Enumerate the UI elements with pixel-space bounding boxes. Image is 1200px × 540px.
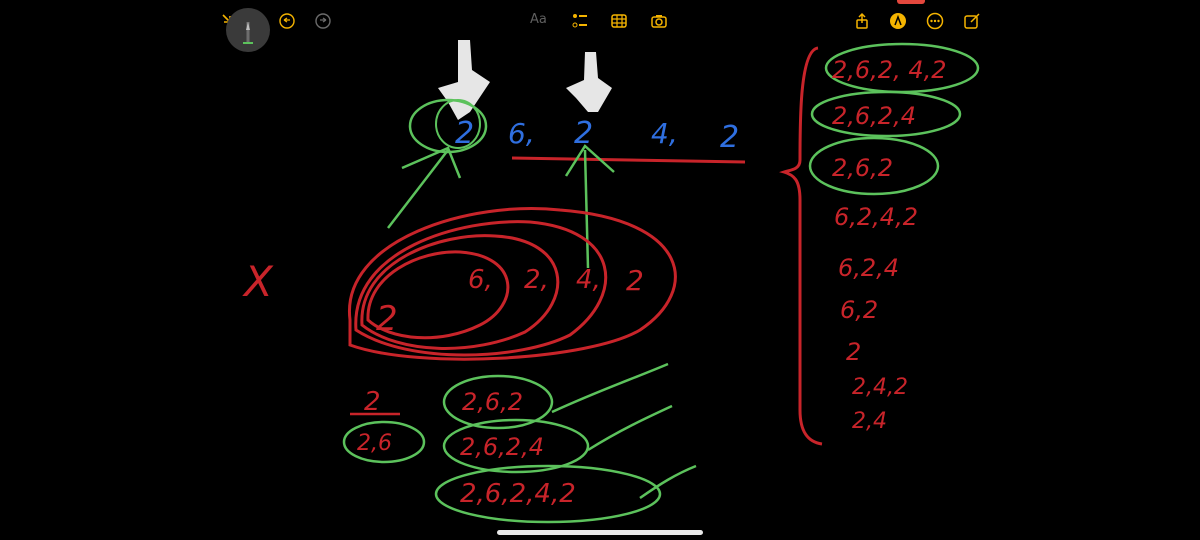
pen-tool-icon[interactable] [226,8,270,52]
right-bracket [779,46,823,446]
markup-icon[interactable] [887,10,909,32]
compose-icon[interactable] [961,10,983,32]
checklist-icon[interactable] [569,10,591,32]
mid-seq-item: 2 [626,264,644,297]
right-list-item: 6,2 [840,296,878,324]
share-icon[interactable] [851,10,873,32]
text-format-button[interactable]: Aa [530,12,547,27]
top-seq-item: 2 [574,116,593,151]
green-circle-first-inner [435,99,481,149]
nested-ellipses [348,207,677,361]
right-list-item: 6,2,4,2 [834,203,918,231]
white-arrow-right [566,52,612,112]
right-list-item: 2,6,2, 4,2 [832,56,947,84]
home-indicator[interactable] [497,530,703,535]
right-list-item: 2,6,2,4 [832,102,916,130]
bottom-group-item: 2,6,2,4 [460,433,544,461]
top-seq-item: 4, [651,117,678,150]
middle-sequence: 2 6, 2, 4, 2 [376,264,644,339]
mid-seq-item: 6, [468,265,493,295]
redo-icon[interactable] [312,10,334,32]
bottom-left-two: 2 [364,387,381,417]
more-icon[interactable] [924,10,946,32]
right-list-item: 2 [846,338,861,366]
recording-indicator [897,0,925,4]
bottom-left-pair: 2,6 [357,431,392,456]
mid-seq-item: 4, [576,265,601,295]
right-list-item: 2,4,2 [852,375,908,400]
bottom-group-item: 2,6,2 [462,388,523,416]
green-arrow-left [387,146,462,229]
bottom-left-green-circle [342,420,426,464]
bottom-center-groups: 2,6,2 2,6,2,4 2,6,2,4,2 [434,362,697,524]
white-arrow-left [438,40,490,120]
green-arrow-center [564,144,615,269]
right-list-item: 2,4 [852,409,887,434]
right-list: 2,6,2, 4,2 2,6,2,4 2,6,2 6,2,4,2 6,2,4 6… [808,42,980,434]
top-sequence: 2 6, 2 4, 2 [455,116,739,155]
top-seq-item: 2 [455,116,474,151]
undo-icon[interactable] [276,10,298,32]
mid-seq-item: 2, [524,265,549,295]
red-underline [511,156,746,164]
bottom-group-item: 2,6,2,4,2 [460,479,576,509]
right-list-item: 2,6,2 [832,154,893,182]
camera-icon[interactable] [648,10,670,32]
top-seq-item: 6, [508,117,535,150]
right-list-item: 6,2,4 [838,254,899,282]
red-cross-mark: X [242,257,274,306]
top-seq-item: 2 [720,120,739,155]
table-icon[interactable] [608,10,630,32]
mid-seq-item: 2 [376,299,398,339]
